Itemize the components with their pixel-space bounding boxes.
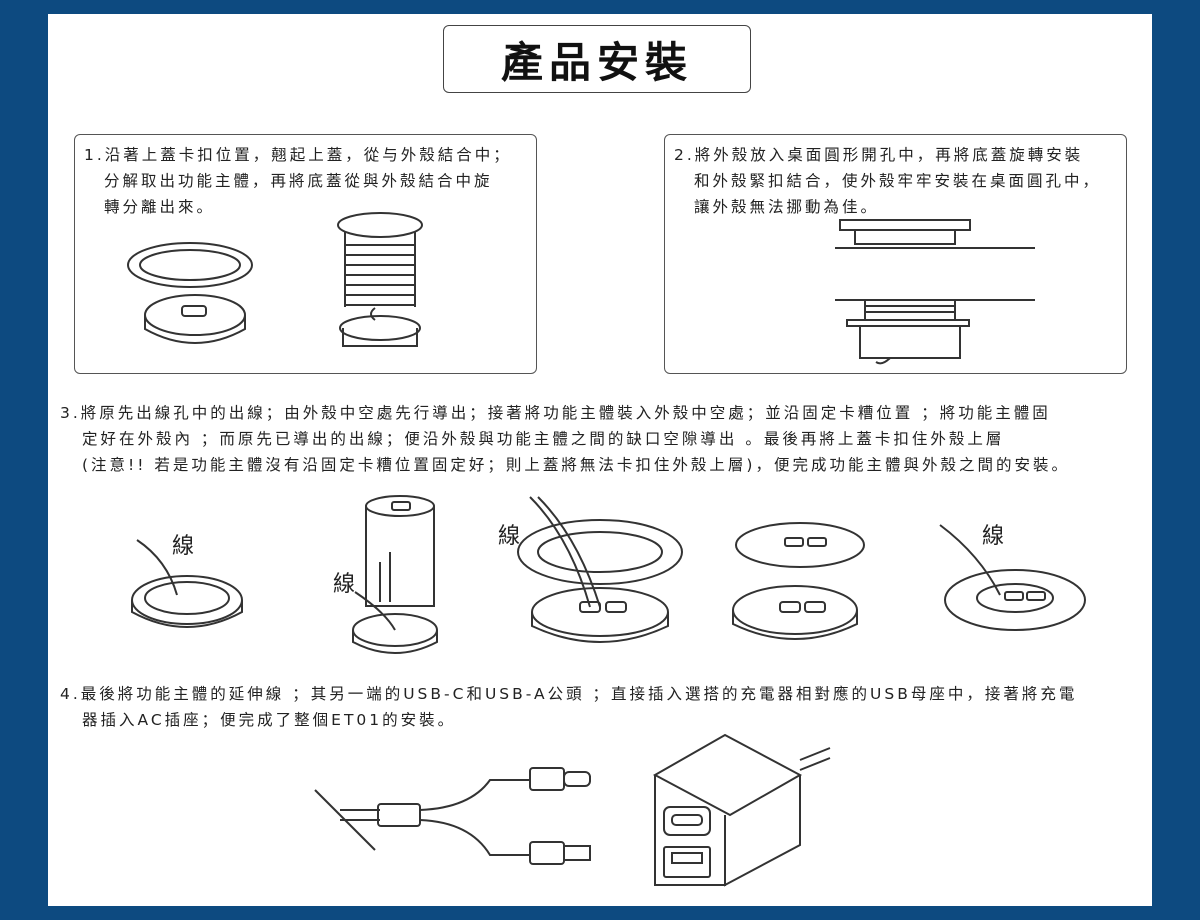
step-1-line-1: 1.沿著上蓋卡扣位置，翹起上蓋，從与外殼結合中； [84, 146, 512, 164]
step-3-text: 3.將原先出線孔中的出線；由外殼中空處先行導出；接著將功能主體裝入外殼中空處；並… [60, 400, 1070, 478]
step-2-box [664, 134, 1127, 374]
step-1-line-2: 分解取出功能主體，再將底蓋從與外殼結合中旋 [104, 172, 493, 190]
step-4-line-1: 4.最後將功能主體的延伸線 ；其另一端的USB-C和USB-A公頭 ；直接插入選… [60, 685, 1078, 703]
step-3-illustration-5 [939, 524, 1086, 631]
step-3-illustration-1 [131, 539, 243, 628]
step-3-illustration-2 [352, 495, 438, 654]
charger-illustration [652, 733, 831, 887]
step-3-line-2: 定好在外殼內 ；而原先已導出的出線；便沿外殼與功能主體之間的缺口空隙導出 。最後… [82, 430, 1005, 448]
step-2-line-1: 2.將外殼放入桌面圓形開孔中，再將底蓋旋轉安裝 [674, 146, 1084, 164]
wire-label-4: 線 [982, 524, 1005, 549]
step-3-line-3: (注意!! 若是功能主體沒有沿固定卡糟位置固定好；則上蓋將無法卡扣住外殼上層)，… [82, 456, 1070, 474]
step-3-illustration-4 [732, 522, 865, 640]
step-1-box [74, 134, 537, 374]
usb-cable-illustration [314, 767, 591, 865]
step-1-line-3: 轉分離出來。 [104, 198, 216, 216]
wire-label-2: 線 [333, 572, 356, 597]
step-2-line-2: 和外殼緊扣結合，使外殼牢牢安裝在桌面圓孔中， [694, 172, 1102, 190]
wire-label-1: 線 [172, 534, 195, 559]
step-2-text: 2.將外殼放入桌面圓形開孔中，再將底蓋旋轉安裝 和外殼緊扣結合，使外殼牢牢安裝在… [674, 142, 1120, 220]
step-2-install-illustration [835, 219, 1035, 365]
step-2-line-3: 讓外殼無法挪動為佳。 [694, 198, 880, 216]
step-1-text: 1.沿著上蓋卡扣位置，翹起上蓋，從与外殼結合中； 分解取出功能主體，再將底蓋從與… [84, 142, 530, 220]
step-3-line-1: 3.將原先出線孔中的出線；由外殼中空處先行導出；接著將功能主體裝入外殼中空處；並… [60, 404, 1051, 422]
step-1-disassembly-illustration [127, 212, 423, 347]
wire-label-3: 線 [498, 524, 521, 549]
step-4-line-2: 器插入AC插座；便完成了整個ET01的安裝。 [82, 711, 457, 729]
step-4-text: 4.最後將功能主體的延伸線 ；其另一端的USB-C和USB-A公頭 ；直接插入選… [60, 681, 1077, 733]
step-3-illustration-3 [517, 496, 683, 643]
page-title: 產品安裝 [443, 25, 751, 93]
